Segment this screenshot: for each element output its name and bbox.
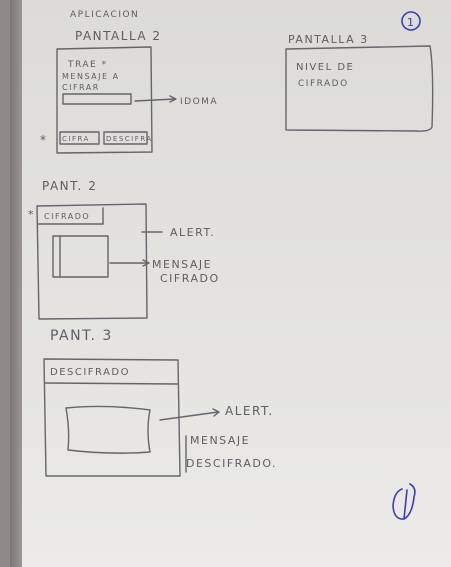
screen2-marker: * [28, 208, 35, 221]
screen1-prompt-line3: CIFRAR [62, 83, 100, 92]
screen1-frame [56, 46, 153, 154]
screen3-header-divider [44, 382, 179, 385]
screen1-cifra-button [59, 131, 100, 145]
screen2-message-note-line2: CIFRADO [160, 272, 220, 285]
level-screen-frame [285, 45, 434, 132]
screen2-header: CIFRADO [44, 212, 90, 221]
screen1-descifra-label: DESCIFRA [106, 135, 153, 143]
screen2-frame [36, 203, 148, 320]
page-number-circle [401, 11, 421, 31]
screen3-title: PANT. 3 [50, 328, 113, 344]
screen1-prompt-line1: TRAE * [67, 60, 108, 70]
app-title: APLICACION [70, 10, 139, 20]
screen3-alert-note: ALERT. [225, 404, 274, 418]
screen1-title: PANTALLA 2 [75, 29, 162, 43]
paper-sheet: APLICACION 1 PANTALLA 2 TRAE * MENSAJE A… [10, 0, 451, 567]
screen3-message-arrow [159, 408, 220, 421]
screen1-prompt-line2: MENSAJE A [62, 72, 120, 81]
level-screen-line2: CIFRADO [298, 79, 349, 89]
screen3-header: DESCIFRADO [50, 367, 130, 378]
screen1-input-arrow [134, 95, 177, 103]
screen2-message-arrow [109, 259, 150, 267]
screen2-title: PANT. 2 [42, 179, 97, 193]
page-edge-shadow [10, 0, 22, 567]
page-number: 1 [407, 16, 414, 29]
screen3-frame [43, 358, 181, 477]
screen1-marker: * [40, 133, 48, 147]
screen1-descifra-button [103, 131, 148, 145]
screen3-message-box [65, 405, 151, 454]
screen2-message-box [52, 235, 109, 278]
screen3-message-note-line2: DESCIFRADO. [186, 457, 277, 470]
level-screen-line1: NIVEL DE [296, 62, 354, 73]
screen3-message-note-line1: MENSAJE [190, 434, 250, 447]
level-screen-title: PANTALLA 3 [288, 33, 369, 46]
screen2-alert-note: ALERT. [170, 226, 215, 239]
screen1-cifra-label: CIFRA [62, 135, 90, 143]
signature-mark [392, 483, 416, 520]
screen1-input-box [62, 93, 132, 105]
screen1-arrow-label: IDOMA [180, 97, 218, 107]
screen2-message-note-line1: MENSAJE [152, 258, 212, 271]
wireframe-sketch: APLICACION 1 PANTALLA 2 TRAE * MENSAJE A… [28, 10, 434, 520]
